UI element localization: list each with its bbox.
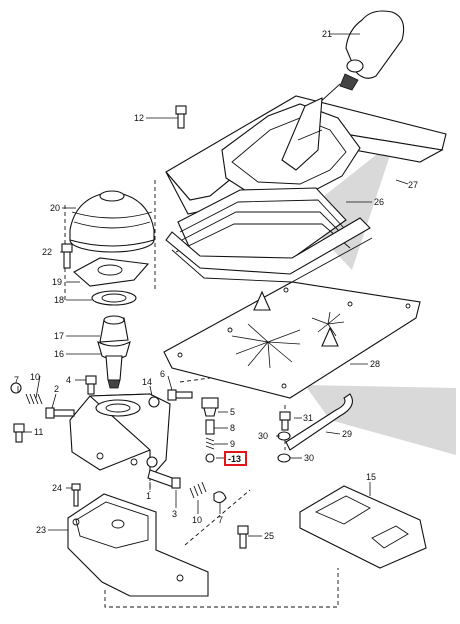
callout-2: 2 — [54, 384, 59, 394]
part-19-retainer-plate — [73, 257, 150, 287]
part-26-rubber-boot — [165, 187, 373, 283]
part-29-rod — [285, 393, 353, 451]
part-3-select-shaft — [147, 469, 181, 489]
part-12-bolt — [175, 105, 187, 129]
callout-26: 26 — [374, 197, 384, 207]
guide-line-23 — [184, 489, 251, 546]
callout-12: 12 — [134, 113, 144, 123]
callout-7-lower: 7 — [218, 515, 223, 525]
part-30-nut-lower — [277, 453, 291, 463]
part-1-shifter-housing — [69, 393, 171, 480]
callout-27: 27 — [408, 180, 418, 190]
guide-line-6 — [179, 377, 211, 383]
callout-15: 15 — [366, 472, 376, 482]
callout-23: 23 — [36, 525, 46, 535]
part-20-dust-cover — [69, 190, 155, 253]
part-25-bolt — [237, 525, 249, 549]
callout-24: 24 — [52, 483, 62, 493]
part-21-shift-knob — [317, 10, 405, 105]
part-4-bolt — [85, 375, 97, 395]
callout-29: 29 — [342, 429, 352, 439]
callout-20: 20 — [50, 203, 60, 213]
callout-4: 4 — [66, 375, 71, 385]
part-24-bolt — [71, 483, 81, 507]
part-8-pin — [205, 419, 215, 435]
callout-13-highlighted[interactable]: -13 — [228, 454, 241, 464]
callout-10-lower: 10 — [192, 515, 202, 525]
callout-3: 3 — [172, 509, 177, 519]
callout-25: 25 — [264, 531, 274, 541]
callout-16: 16 — [54, 349, 64, 359]
part-13-ball — [205, 453, 215, 463]
callout-1: 1 — [146, 491, 151, 501]
part-28-base-plate — [163, 281, 421, 399]
part-14-washer — [148, 396, 160, 408]
shadow-wedge-upper — [300, 140, 395, 270]
part-5-plug — [201, 397, 219, 417]
part-7-bushing — [213, 491, 227, 504]
callout-28: 28 — [370, 359, 380, 369]
shadow-wedge-lower — [305, 385, 456, 455]
callout-30-upper: 30 — [258, 431, 268, 441]
callout-9: 9 — [230, 439, 235, 449]
guide-line-base — [104, 568, 339, 608]
part-22-bolt — [61, 243, 73, 269]
callout-7-left: 7 — [14, 375, 19, 385]
callout-8: 8 — [230, 423, 235, 433]
callout-10-upper: 10 — [30, 372, 40, 382]
part-2-pivot-bolt — [45, 407, 75, 419]
part-18-washer — [91, 290, 137, 306]
callout-19: 19 — [52, 277, 62, 287]
callout-30-lower: 30 — [304, 453, 314, 463]
part-6-bolt — [167, 389, 193, 401]
callout-17: 17 — [54, 331, 64, 341]
callout-14: 14 — [142, 377, 152, 387]
callout-11: 11 — [34, 427, 43, 437]
part-9-spring — [205, 437, 215, 450]
callout-31: 31 — [303, 413, 313, 423]
part-11-bolt — [13, 423, 25, 443]
part-31-bolt — [279, 411, 291, 431]
leader-lines — [17, 33, 409, 537]
part-23-bracket — [67, 493, 209, 597]
spider-pattern — [231, 311, 345, 369]
part-10-spring-lower — [189, 481, 207, 499]
callout-21: 21 — [322, 29, 332, 39]
callout-18: 18 — [54, 295, 64, 305]
highlight-box-13 — [224, 451, 247, 466]
callout-5: 5 — [230, 407, 235, 417]
part-15-gasket — [299, 485, 427, 569]
part-17-16-lever — [97, 315, 131, 389]
callout-22: 22 — [42, 247, 52, 257]
callout-6: 6 — [160, 369, 165, 379]
part-7-spring-left — [10, 382, 43, 405]
